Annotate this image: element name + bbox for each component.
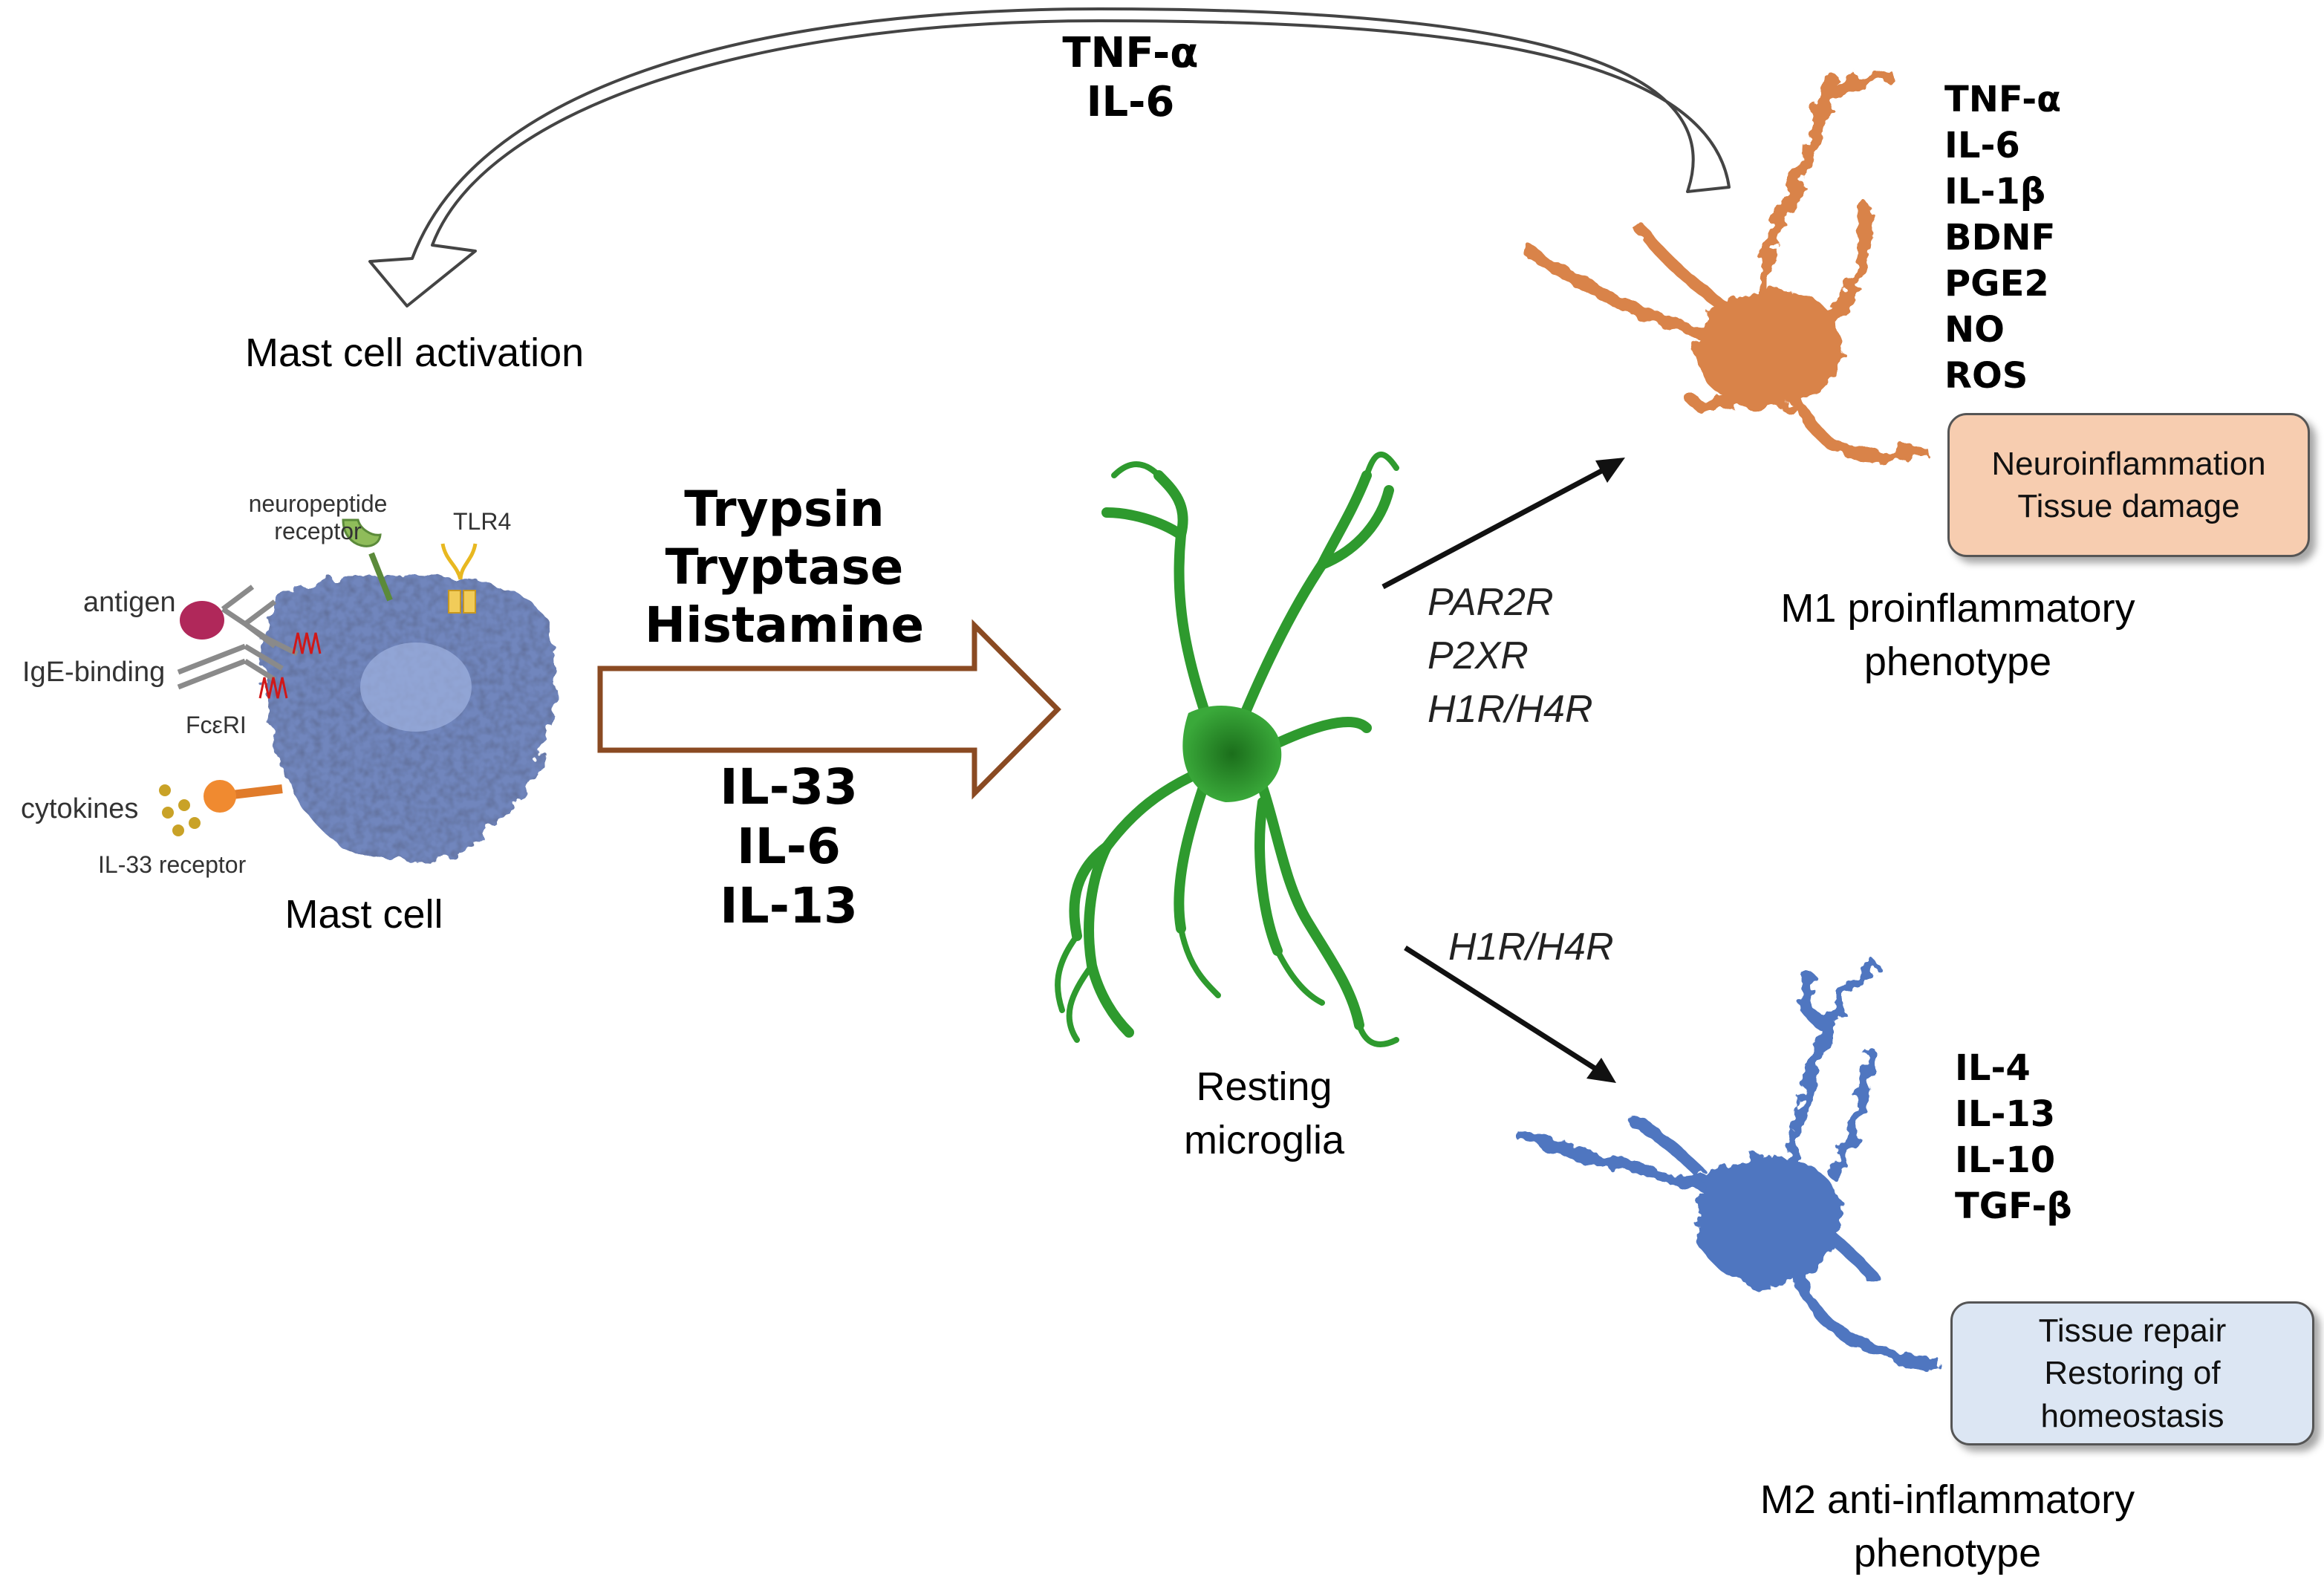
m2-effect-box: Tissue repair Restoring of homeostasis (1950, 1301, 2314, 1445)
mediator-top-2: Tryptase (665, 539, 904, 596)
cytokines-label: cytokines (21, 793, 139, 824)
arrow-to-m2 (1404, 946, 1616, 1083)
feedback-arrow (368, 7, 1731, 308)
mediator-top-3: Histamine (644, 596, 925, 654)
m1-phenotype-label-2: phenotype (1864, 640, 2052, 684)
resting-microglia-label-1: Resting (1196, 1064, 1332, 1109)
resting-microglia-graphic (1055, 451, 1399, 1047)
mediator-bottom-1: IL-33 (720, 758, 858, 816)
m1-effect-1: Neuroinflammation (1991, 445, 2266, 482)
m2-microglia-graphic (1517, 960, 1944, 1373)
fceri-label: FcεRI (186, 712, 247, 738)
feedback-label-tnf: TNF-α (1062, 29, 1199, 77)
m1-cytokine-7: ROS (1944, 355, 2028, 397)
arrow-to-m1 (1381, 458, 1625, 590)
m2-cytokine-4: TGF-β (1955, 1185, 2072, 1227)
receptor-m1-3: H1R/H4R (1428, 688, 1593, 731)
receptor-m1-1: PAR2R (1428, 581, 1554, 624)
tlr4-label: TLR4 (453, 508, 512, 535)
receptor-m1-2: P2XR (1428, 634, 1529, 677)
mediator-bottom-3: IL-13 (720, 877, 858, 934)
m1-microglia-graphic (1524, 68, 1930, 461)
m1-effect-box: Neuroinflammation Tissue damage (1947, 413, 2310, 557)
m2-phenotype-label-1: M2 anti-inflammatory (1760, 1477, 2135, 1522)
neuropeptide-receptor-label: neuropeptide receptor (248, 490, 388, 544)
antigen-label: antigen (83, 587, 176, 618)
mast-cell-label: Mast cell (284, 892, 443, 937)
m2-cytokine-1: IL-4 (1955, 1047, 2031, 1089)
il33-receptor-label: IL-33 receptor (98, 851, 247, 878)
m2-effect-1: Tissue repair (2038, 1312, 2227, 1350)
m1-cytokine-3: IL-1β (1944, 171, 2046, 212)
m2-effect-2: Restoring of (2044, 1355, 2221, 1392)
mediator-block-arrow (597, 619, 1061, 800)
receptor-m2-1: H1R/H4R (1448, 926, 1614, 969)
m1-effect-2: Tissue damage (2017, 488, 2240, 524)
m2-phenotype-label-2: phenotype (1853, 1531, 2042, 1575)
feedback-label-il6: IL-6 (1086, 78, 1175, 126)
mediator-top-1: Trypsin (684, 481, 885, 538)
m1-phenotype-label-1: M1 proinflammatory (1780, 586, 2135, 631)
m1-cytokine-1: TNF-α (1944, 79, 2062, 120)
ige-binding-label: IgE-binding (22, 657, 166, 688)
m2-cytokine-3: IL-10 (1955, 1139, 2056, 1181)
m1-cytokine-5: PGE2 (1944, 263, 2049, 305)
m2-cytokine-2: IL-13 (1955, 1093, 2056, 1135)
mast-cell-activation-label: Mast cell activation (245, 331, 585, 375)
mediator-bottom-2: IL-6 (737, 818, 841, 875)
m1-cytokine-2: IL-6 (1944, 125, 2020, 166)
mast-cell-graphic (159, 518, 556, 863)
m2-effect-3: homeostasis (2040, 1397, 2224, 1434)
m1-cytokine-6: NO (1944, 309, 2005, 351)
m1-cytokine-4: BDNF (1944, 217, 2056, 258)
resting-microglia-label-2: microglia (1183, 1118, 1345, 1162)
